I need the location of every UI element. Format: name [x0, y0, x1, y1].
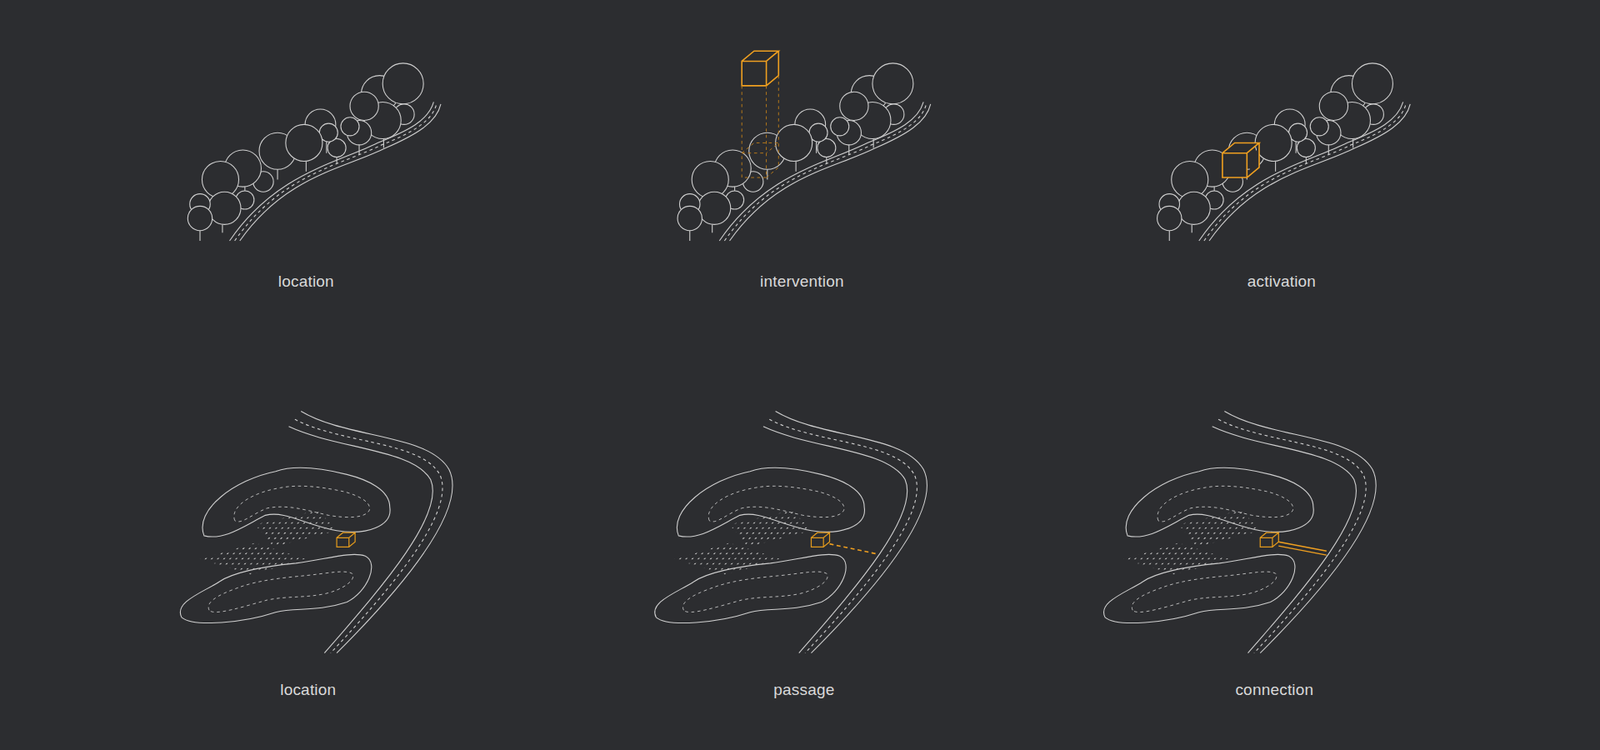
placed-box: [1222, 142, 1260, 178]
panel-caption: location: [278, 272, 335, 291]
intervention-box: [741, 50, 779, 86]
site-plan: [180, 410, 453, 653]
passage-line: [830, 544, 879, 555]
site-plan: [1103, 410, 1376, 653]
panel-caption: intervention: [760, 272, 845, 291]
panel-caption: connection: [1235, 680, 1314, 700]
panel-caption: location: [280, 680, 336, 700]
tree-row: [1157, 63, 1411, 241]
connection-bridge: [1278, 541, 1327, 555]
tree-row: [187, 63, 441, 241]
panel-caption: passage: [773, 680, 835, 700]
site-plan: [655, 410, 928, 653]
panel-caption: activation: [1247, 272, 1316, 291]
projection-lines: [741, 75, 779, 178]
tree-row: [677, 63, 931, 241]
